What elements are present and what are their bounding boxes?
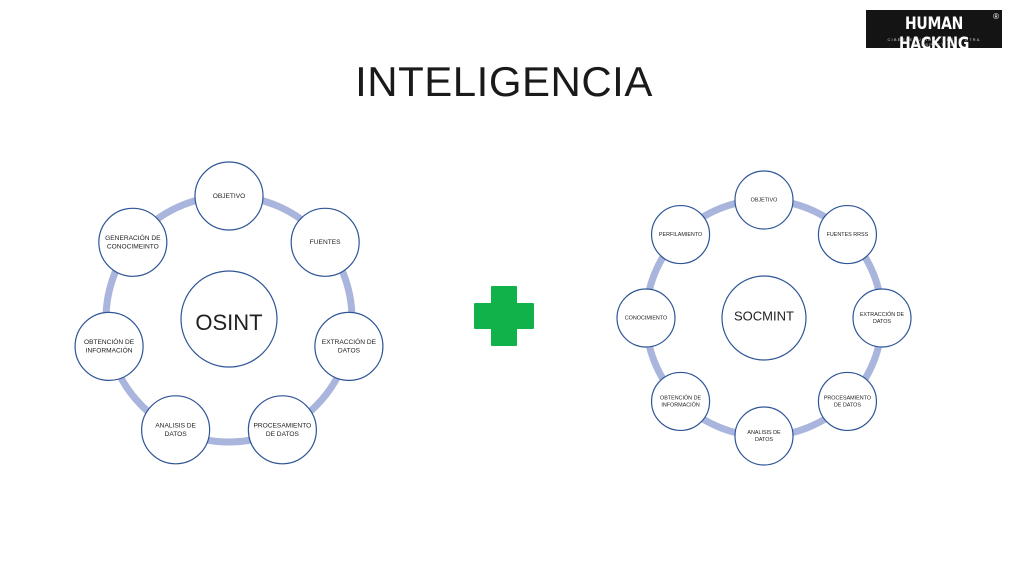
- node-circle: [817, 204, 878, 265]
- node-label: EXTRACCIÓN DE: [322, 337, 377, 346]
- logo-tagline: CIBERSEGURIDAD DESDE OTRA PERSPECTIVA: [887, 37, 981, 47]
- node-label: GENERACIÓN DE: [105, 233, 161, 242]
- cycle-node: PROCESAMIENTO DE DATOS: [247, 395, 317, 465]
- node-label: DE DATOS: [266, 431, 300, 438]
- node-label: DATOS: [755, 437, 773, 443]
- node-label: ANALISIS DE: [747, 430, 781, 436]
- node-circle: [650, 371, 711, 432]
- node-circle: [290, 207, 360, 277]
- slide-title: INTELIGENCIA: [355, 58, 653, 105]
- plus-icon: [474, 286, 534, 346]
- center-label: OSINT: [195, 310, 262, 335]
- node-circle: [734, 170, 794, 230]
- node-label: ANALISIS DE: [155, 422, 196, 429]
- center-circle: [180, 270, 278, 368]
- logo-registered-mark: ®: [993, 12, 999, 21]
- node-label: DATOS: [165, 431, 188, 438]
- center-circle: [721, 275, 807, 361]
- cycle-node: PERFILAMIENTO: [650, 204, 711, 265]
- node-label: OBJETIVO: [213, 193, 246, 200]
- node-label: OBTENCIÓN DE: [660, 394, 701, 401]
- node-label: OBJETIVO: [751, 197, 778, 203]
- node-circle: [247, 395, 317, 465]
- node-label: OBTENCIÓN DE: [84, 337, 135, 346]
- center-label: SOCMINT: [734, 308, 794, 323]
- node-label: CONOCIMIENTO: [625, 315, 667, 321]
- node-label: PROCESAMIENTO: [824, 395, 871, 401]
- node-circle: [194, 161, 264, 231]
- cycle-node: CONOCIMIENTO: [616, 288, 676, 348]
- node-circle: [616, 288, 676, 348]
- node-circle: [74, 311, 144, 381]
- node-label: INFORMACIÓN: [86, 345, 133, 354]
- node-label: EXTRACCIÓN DE: [860, 311, 905, 318]
- cycle-node: OBJETIVO: [734, 170, 794, 230]
- node-label: FUENTES RRSS: [827, 232, 869, 238]
- node-circle: [314, 311, 384, 381]
- node-label: PROCESAMIENTO: [253, 422, 311, 429]
- node-label: PERFILAMIENTO: [659, 232, 702, 238]
- node-label: FUENTES: [310, 239, 341, 246]
- node-circle: [817, 371, 878, 432]
- cycle-node: FUENTES RRSS: [817, 204, 878, 265]
- node-label: CONOCIMEINTO: [107, 243, 159, 250]
- node-label: DE DATOS: [834, 402, 861, 408]
- node-label: DATOS: [338, 347, 361, 354]
- node-circle: [734, 406, 794, 466]
- node-circle: [98, 207, 168, 277]
- node-circle: [141, 395, 211, 465]
- cycle-node: ANALISIS DE DATOS: [141, 395, 211, 465]
- logo-brand: HUMAN HACKING: [898, 14, 970, 54]
- node-circle: [852, 288, 912, 348]
- node-label: INFORMACIÓN: [661, 401, 699, 408]
- node-circle: [650, 204, 711, 265]
- node-label: DATOS: [873, 319, 891, 325]
- human-hacking-logo: HUMAN HACKING ® CIBERSEGURIDAD DESDE OTR…: [866, 10, 1002, 54]
- socmint-cycle-diagram: SOCMINT OBJETIVO FUENTES RRSS EXTRACCIÓN DE…: [616, 170, 912, 466]
- cycle-node: OBJETIVO: [194, 161, 264, 231]
- cycle-node: FUENTES: [290, 207, 360, 277]
